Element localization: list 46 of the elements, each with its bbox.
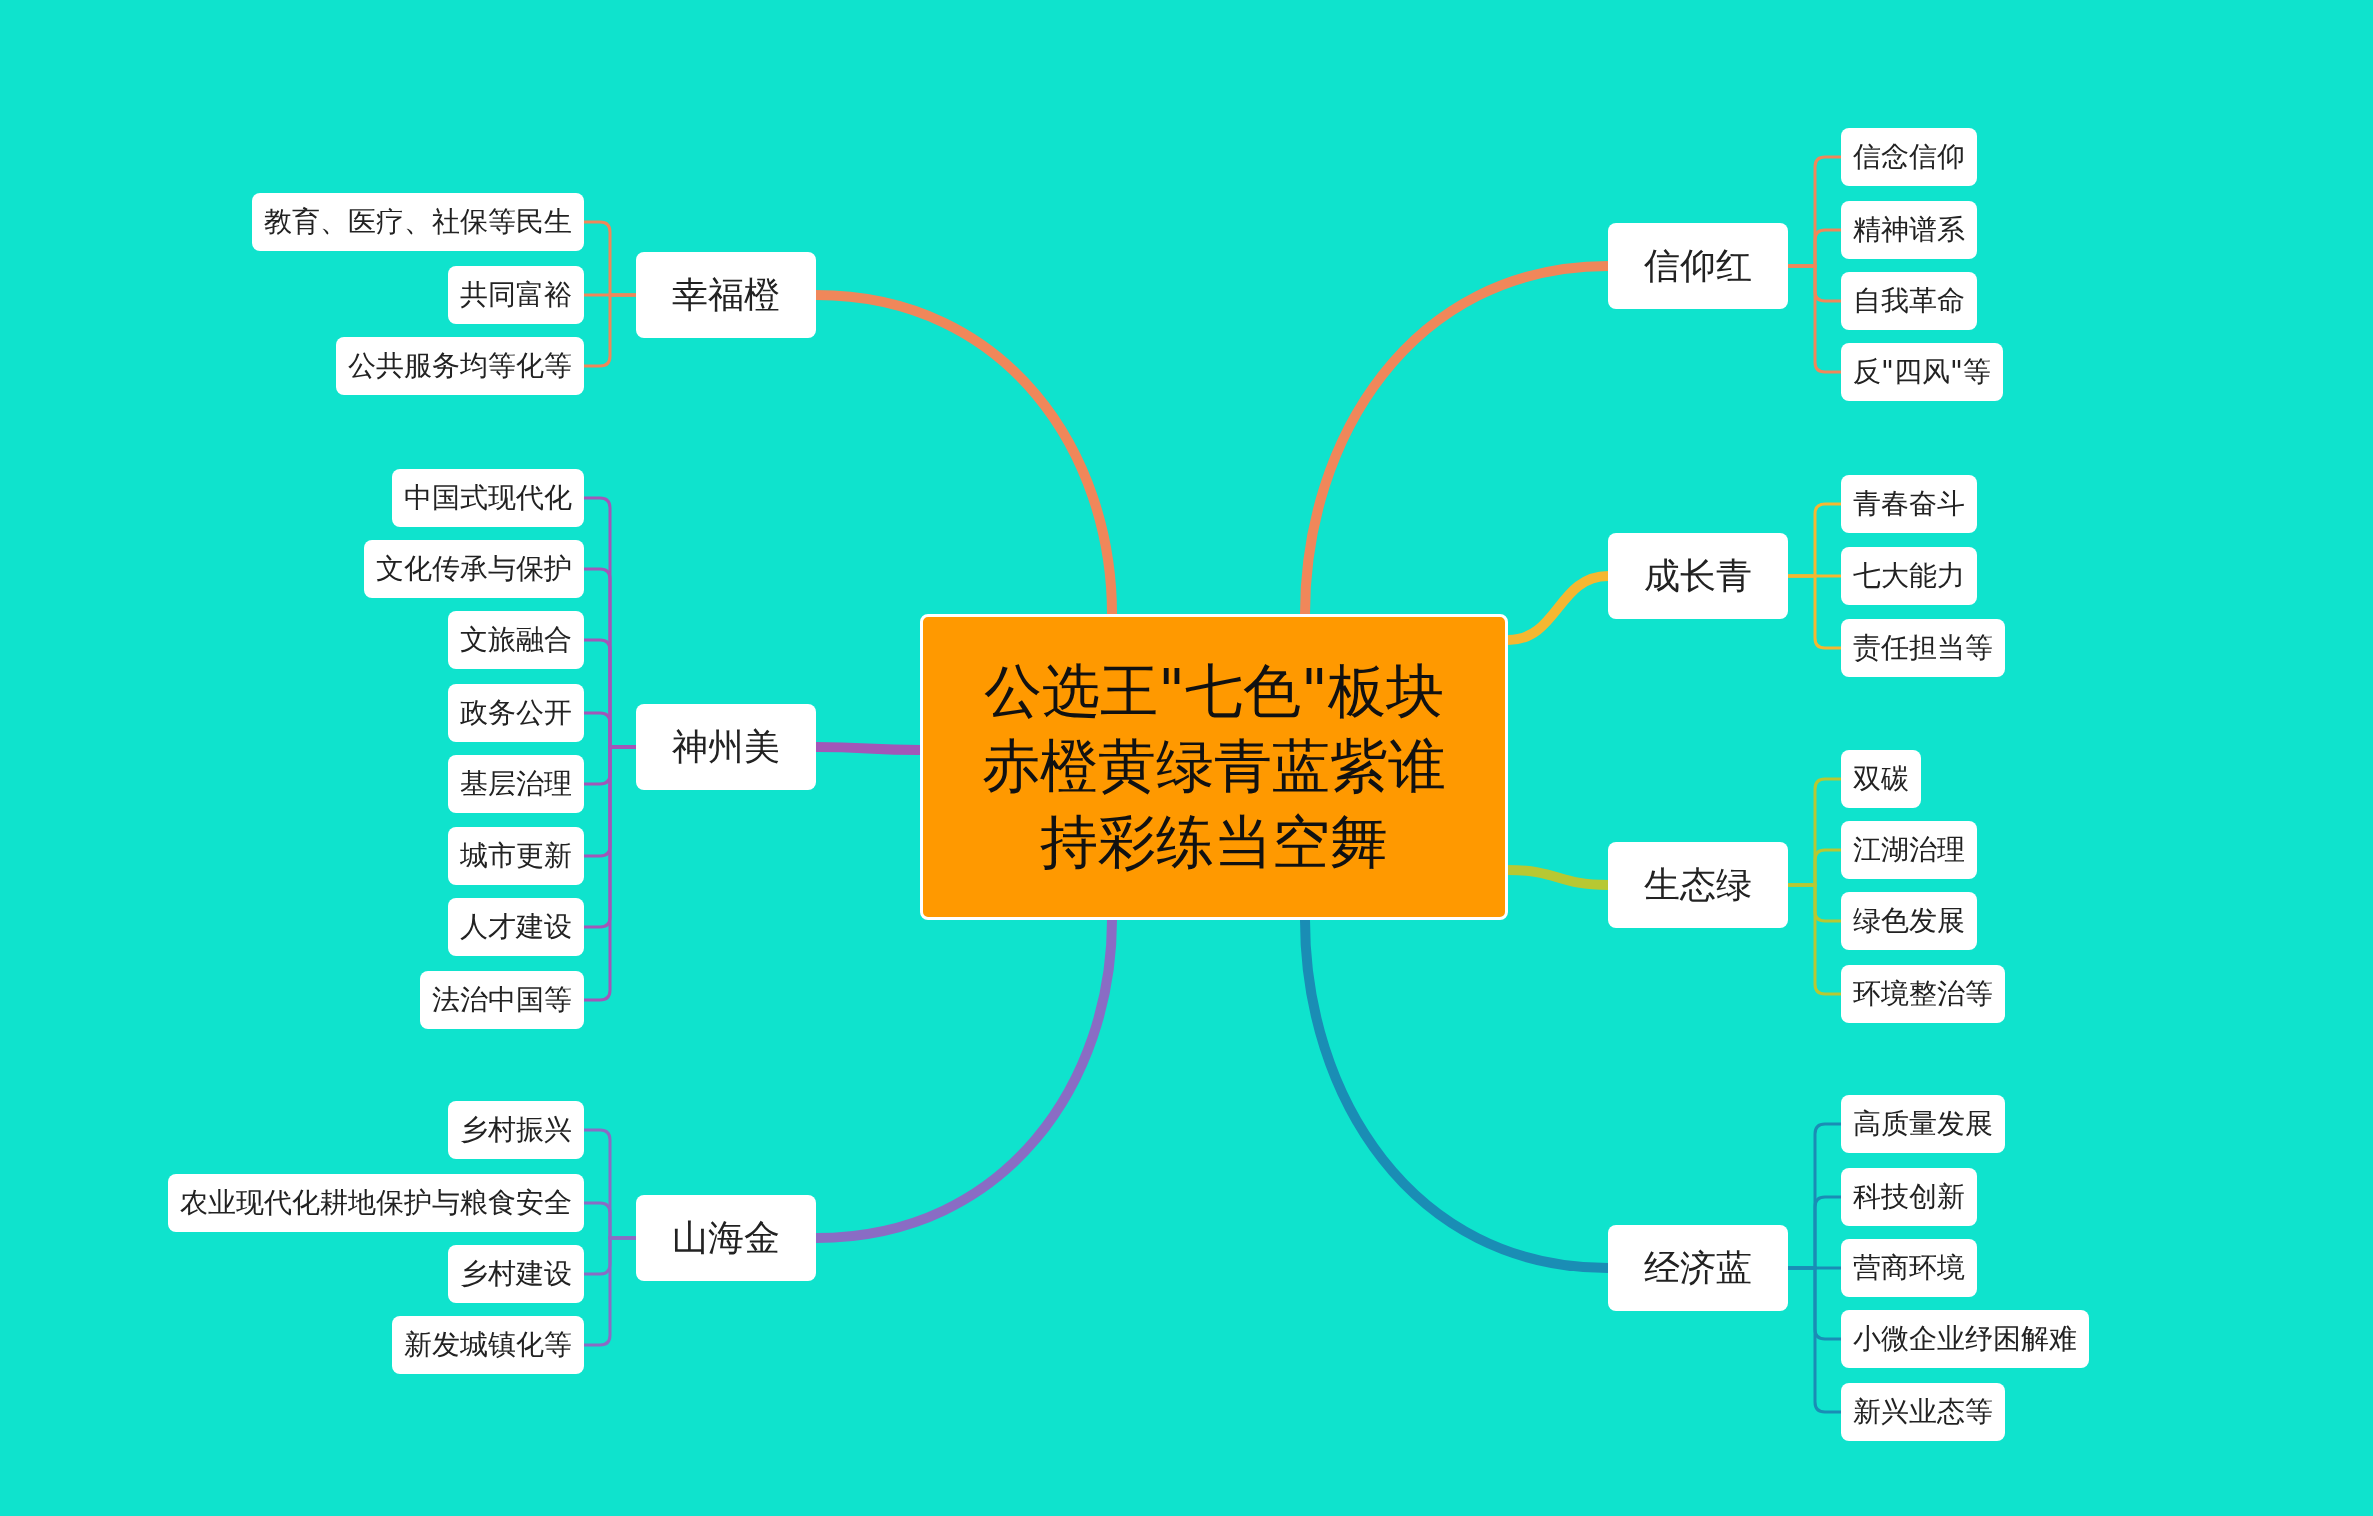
branch-topic-box: 成长青 xyxy=(1608,533,1788,619)
subtopic-box: 环境整治等 xyxy=(1841,965,2005,1023)
subtopic-box: 小微企业纾困解难 xyxy=(1841,1310,2089,1368)
subtopic-box: 青春奋斗 xyxy=(1841,475,1977,533)
subtopic-box: 反"四风"等 xyxy=(1841,343,2003,401)
connector-line xyxy=(582,1236,638,1347)
subtopic-box: 乡村建设 xyxy=(448,1245,584,1303)
subtopic-box: 自我革命 xyxy=(1841,272,1977,330)
subtopic-box: 双碳 xyxy=(1841,750,1921,808)
subtopic-box: 新兴业态等 xyxy=(1841,1383,2005,1441)
subtopic-box: 营商环境 xyxy=(1841,1239,1977,1297)
subtopic-box: 乡村振兴 xyxy=(448,1101,584,1159)
subtopic-box: 政务公开 xyxy=(448,684,584,742)
connector-line xyxy=(1786,574,1843,650)
branch-topic-box: 神州美 xyxy=(636,704,816,790)
connector-line xyxy=(1786,1266,1843,1414)
subtopic-box: 教育、医疗、社保等民生 xyxy=(252,193,584,251)
connector-line xyxy=(1786,264,1843,374)
subtopic-box: 法治中国等 xyxy=(420,971,584,1029)
subtopic-box: 科技创新 xyxy=(1841,1168,1977,1226)
branch-topic-box: 幸福橙 xyxy=(636,252,816,338)
connector-line xyxy=(582,745,638,1002)
subtopic-box: 江湖治理 xyxy=(1841,821,1977,879)
subtopic-box: 新发城镇化等 xyxy=(392,1316,584,1374)
subtopic-box: 文旅融合 xyxy=(448,611,584,669)
subtopic-box: 中国式现代化 xyxy=(392,469,584,527)
connector-line xyxy=(1786,883,1843,996)
branch-topic-box: 经济蓝 xyxy=(1608,1225,1788,1311)
subtopic-box: 共同富裕 xyxy=(448,266,584,324)
subtopic-box: 七大能力 xyxy=(1841,547,1977,605)
subtopic-box: 公共服务均等化等 xyxy=(336,337,584,395)
subtopic-box: 责任担当等 xyxy=(1841,619,2005,677)
subtopic-box: 精神谱系 xyxy=(1841,201,1977,259)
branch-topic-box: 信仰红 xyxy=(1608,223,1788,309)
subtopic-box: 文化传承与保护 xyxy=(364,540,584,598)
subtopic-box: 绿色发展 xyxy=(1841,892,1977,950)
subtopic-box: 基层治理 xyxy=(448,755,584,813)
subtopic-box: 农业现代化耕地保护与粮食安全 xyxy=(168,1174,584,1232)
subtopic-box: 人才建设 xyxy=(448,898,584,956)
subtopic-box: 高质量发展 xyxy=(1841,1095,2005,1153)
branch-topic-box: 生态绿 xyxy=(1608,842,1788,928)
subtopic-box: 信念信仰 xyxy=(1841,128,1977,186)
central-topic-box: 公选王"七色"板块赤橙黄绿青蓝紫谁持彩练当空舞 xyxy=(920,614,1508,920)
subtopic-box: 城市更新 xyxy=(448,827,584,885)
connector-line xyxy=(582,293,638,368)
branch-topic-box: 山海金 xyxy=(636,1195,816,1281)
